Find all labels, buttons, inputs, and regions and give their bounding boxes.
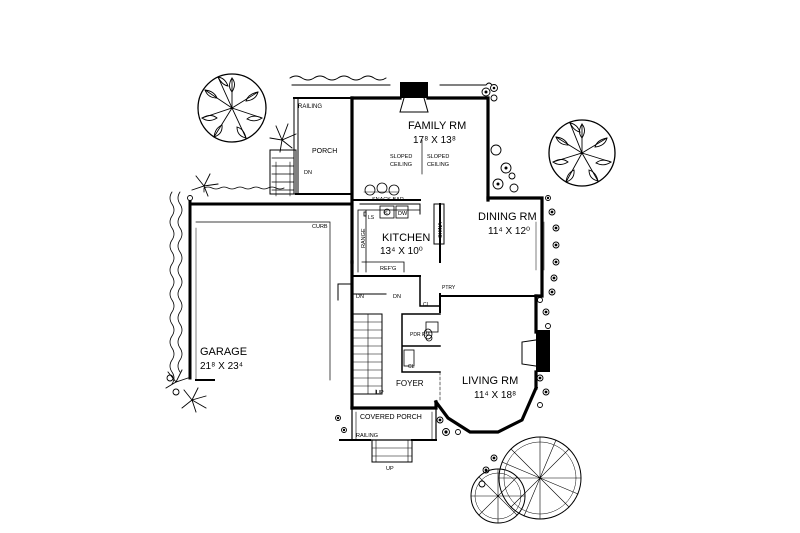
living-room-name: LIVING RM [462,375,518,387]
covered-porch [339,407,437,463]
dn-left-label: DN [356,294,364,300]
closet-top-label: CL [423,302,430,308]
range-label: RANGE [361,228,367,248]
dining-room-name: DINING RM [478,211,537,223]
sloped-ceiling-left-2: CEILING [390,162,412,168]
covered-porch-label: COVERED PORCH [360,414,422,421]
curb-label: CURB [312,224,328,230]
tree-top-left [197,73,267,143]
dining-room-dim: 11⁴ X 12⁰ [488,226,530,237]
foyer-label: FOYER [396,379,424,388]
plant-porch [165,123,297,413]
hedge-side [203,186,285,193]
family-room-name: FAMILY RM [408,120,466,132]
tree-bottom-right [470,436,582,524]
up-entry-label: UP [386,466,394,472]
kitchen-name: KITCHEN [382,232,430,244]
sloped-ceiling-right-1: SLOPED [427,154,449,160]
dn-porch-label: DN [304,170,312,176]
powder-room-label: PDR RM [410,332,430,338]
closet-bottom-label: CL [408,364,415,370]
living-room-dim: 11⁴ X 18⁸ [474,390,516,401]
hedge-garage-left [169,191,183,385]
dn-right-label: DN [393,294,401,300]
kitchen-fixtures [363,205,439,367]
sloped-ceiling-right-2: CEILING [427,162,449,168]
up-stair-label: UP [376,390,384,396]
sink-label: S [384,211,388,217]
sloped-ceiling-left-1: SLOPED [390,154,412,160]
kitchen-dim: 13⁴ X 10⁰ [380,246,423,257]
hedge-top [289,75,493,86]
snack-bar-label: SNACK BAR [372,197,404,203]
back-porch [269,97,353,197]
railing-bottom-label: RAILING [356,433,378,439]
porch-label: PORCH [312,148,337,155]
pantry-label: PTRY [442,285,456,291]
tree-top-right [548,119,616,187]
china-label: CHINA [438,222,444,238]
garage-name: GARAGE [200,346,247,358]
snack-bar-stools [363,182,400,196]
garage [188,200,354,381]
ls-label: LS [368,215,375,221]
living-fireplace [521,330,550,372]
dw-label: DW [398,211,408,217]
interior-walls [337,139,545,403]
shrubs-filled [336,86,558,472]
shrubs [166,84,560,488]
garage-dim: 21⁸ X 23⁴ [200,361,243,372]
family-room-dim: 17⁸ X 13⁸ [413,135,456,146]
railing-top-label: RAILING [298,104,322,110]
refg-label: REF'G [380,266,396,272]
